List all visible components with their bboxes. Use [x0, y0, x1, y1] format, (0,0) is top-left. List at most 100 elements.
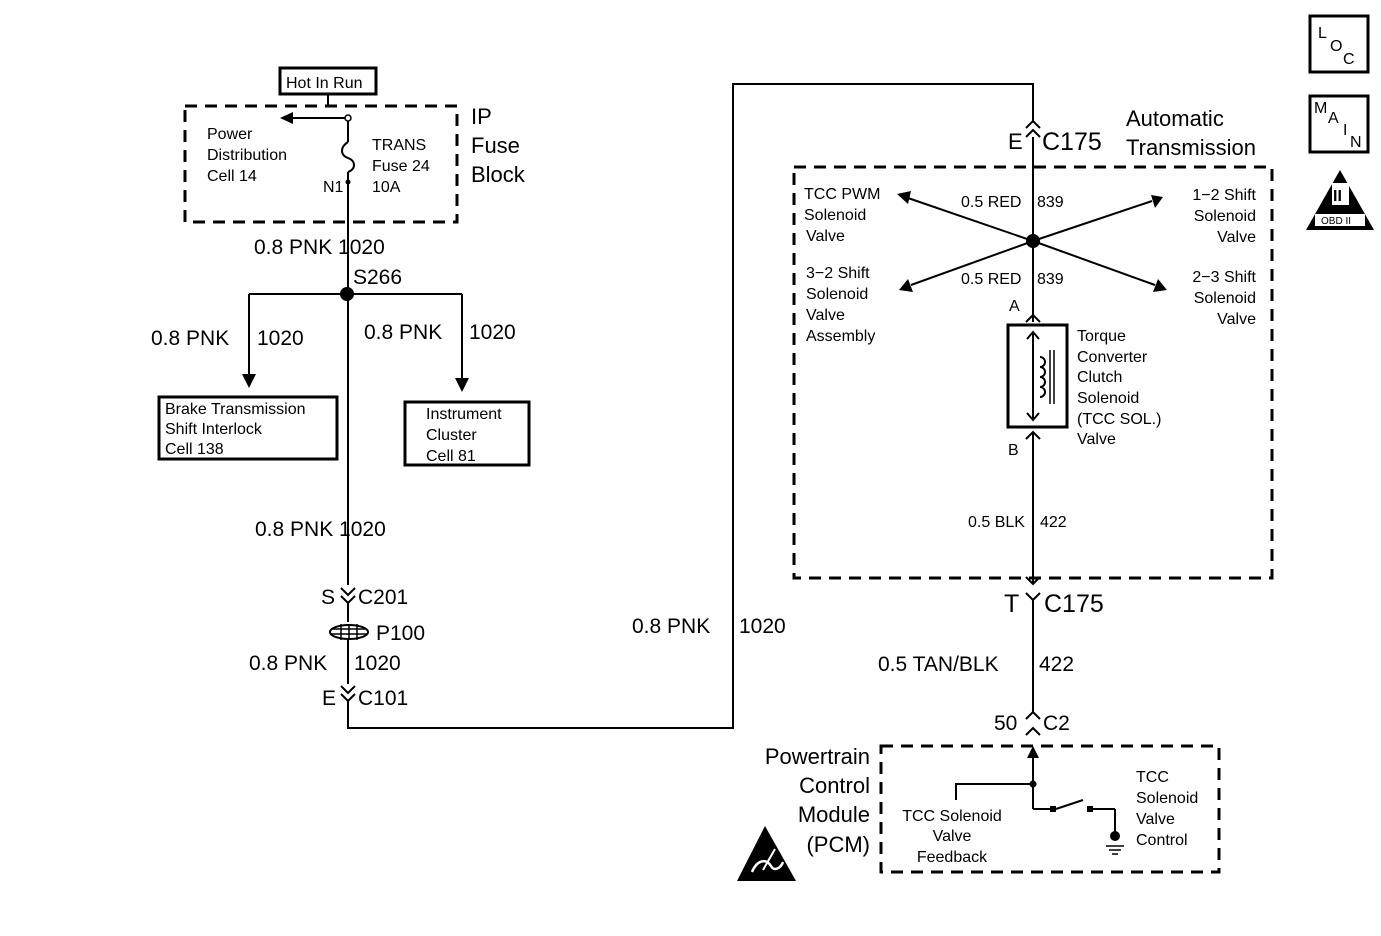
- svg-text:Solenoid: Solenoid: [804, 207, 866, 224]
- connector-c101: E C101: [322, 685, 408, 710]
- pin-a-label: A: [1009, 298, 1020, 315]
- tcc-solenoid-icon[interactable]: [1006, 313, 1069, 440]
- pin-b-label: B: [1008, 442, 1019, 459]
- svg-text:C175: C175: [1044, 590, 1104, 618]
- splice-s266-label: S266: [353, 266, 402, 289]
- hot-in-run-label: Hot In Run: [278, 66, 378, 96]
- svg-text:0.5 RED: 0.5 RED: [961, 271, 1021, 288]
- wire-red-upper-label: 0.5 RED 839: [961, 194, 1064, 211]
- svg-text:S: S: [321, 586, 335, 609]
- svg-text:E: E: [322, 687, 336, 710]
- svg-text:C101: C101: [358, 687, 408, 710]
- svg-text:Instrument: Instrument: [426, 406, 502, 423]
- svg-text:422: 422: [1040, 514, 1067, 531]
- svg-text:Torque: Torque: [1077, 328, 1126, 345]
- svg-text:Transmission: Transmission: [1126, 135, 1256, 160]
- shift-23-solenoid-label[interactable]: 2−3 Shift Solenoid Valve: [1192, 269, 1256, 328]
- fuse-symbol-icon: [341, 141, 355, 173]
- svg-text:Fuse 24: Fuse 24: [372, 158, 430, 175]
- solenoid-branch-wires: [897, 191, 1167, 292]
- shift-23-arrow: [1153, 279, 1167, 292]
- svg-text:I: I: [1343, 122, 1347, 139]
- svg-text:L: L: [1318, 25, 1327, 42]
- svg-text:0.8 PNK: 0.8 PNK: [364, 321, 442, 344]
- svg-text:T: T: [1004, 590, 1019, 618]
- svg-text:Feedback: Feedback: [917, 849, 988, 866]
- trans-fuse-24-label: TRANS Fuse 24 10A: [372, 137, 430, 196]
- shift-32-arrow: [899, 279, 913, 292]
- svg-text:E: E: [1008, 129, 1023, 154]
- shift-12-solenoid-label[interactable]: 1−2 Shift Solenoid Valve: [1192, 187, 1256, 246]
- svg-text:TCC Solenoid: TCC Solenoid: [902, 808, 1002, 825]
- p100-passthrough-icon: [329, 624, 369, 640]
- svg-text:1020: 1020: [257, 327, 304, 350]
- tcc-solenoid-label: Torque Converter Clutch Solenoid (TCC SO…: [1077, 328, 1161, 448]
- svg-text:10A: 10A: [372, 179, 401, 196]
- pcm-title: Powertrain Control Module (PCM): [765, 744, 870, 857]
- pin-n1-label: N1: [323, 179, 344, 196]
- svg-text:Cell 14: Cell 14: [207, 168, 257, 185]
- svg-text:3−2 Shift: 3−2 Shift: [806, 265, 870, 282]
- svg-text:(PCM): (PCM): [806, 832, 870, 857]
- svg-text:2−3 Shift: 2−3 Shift: [1192, 269, 1256, 286]
- svg-text:Valve: Valve: [806, 307, 845, 324]
- power-distribution-arrow: [280, 112, 293, 124]
- loc-icon[interactable]: L O C: [1308, 14, 1370, 74]
- svg-text:A: A: [1328, 110, 1339, 127]
- svg-text:Cluster: Cluster: [426, 427, 477, 444]
- svg-text:Solenoid: Solenoid: [1194, 208, 1256, 225]
- p100-label: P100: [376, 622, 425, 645]
- tcc-pwm-solenoid-label[interactable]: TCC PWM Solenoid Valve: [804, 186, 880, 245]
- power-distribution-label[interactable]: Power Distribution Cell 14: [207, 126, 287, 185]
- svg-text:Module: Module: [798, 802, 870, 827]
- shift-32-solenoid-label[interactable]: 3−2 Shift Solenoid Valve Assembly: [806, 265, 875, 345]
- branch-right-label: 0.8 PNK 1020: [364, 321, 516, 344]
- svg-text:Fuse: Fuse: [471, 133, 520, 158]
- svg-text:Solenoid: Solenoid: [1077, 390, 1139, 407]
- ip-fuse-block-title: IP Fuse Block: [471, 104, 526, 187]
- svg-text:OBD II: OBD II: [1321, 216, 1351, 227]
- svg-text:Distribution: Distribution: [207, 147, 287, 164]
- svg-text:Valve: Valve: [1136, 811, 1175, 828]
- svg-text:0.5 BLK: 0.5 BLK: [968, 514, 1025, 531]
- instrument-cluster-box[interactable]: Instrument Cluster Cell 81: [403, 400, 531, 467]
- svg-text:IP: IP: [471, 104, 492, 129]
- connector-c2: 50 C2: [994, 710, 1070, 736]
- svg-text:Solenoid: Solenoid: [806, 286, 868, 303]
- svg-text:TCC: TCC: [1136, 769, 1169, 786]
- wire-tan-blk-label: 0.5 TAN/BLK 422: [878, 653, 1074, 676]
- svg-text:Valve: Valve: [806, 228, 845, 245]
- wire-low-label: 0.8 PNK 1020: [249, 652, 401, 675]
- svg-text:Control: Control: [799, 773, 870, 798]
- svg-text:Powertrain: Powertrain: [765, 744, 870, 769]
- connector-c201: S C201: [321, 586, 408, 609]
- wire-mid-label: 0.8 PNK 1020: [255, 518, 386, 541]
- ground-icon: [1106, 845, 1124, 855]
- svg-text:Shift Interlock: Shift Interlock: [165, 421, 263, 438]
- obd-ii-icon[interactable]: II OBD II: [1306, 170, 1374, 230]
- tcc-feedback-label: TCC Solenoid Valve Feedback: [902, 808, 1002, 866]
- svg-text:TRANS: TRANS: [372, 137, 426, 154]
- svg-text:0.8 PNK: 0.8 PNK: [151, 327, 229, 350]
- svg-text:Brake Transmission: Brake Transmission: [165, 401, 306, 418]
- svg-text:Valve: Valve: [1217, 229, 1256, 246]
- svg-text:Clutch: Clutch: [1077, 369, 1122, 386]
- svg-text:II: II: [1333, 188, 1342, 205]
- svg-text:C2: C2: [1043, 712, 1070, 735]
- svg-text:1020: 1020: [739, 615, 786, 638]
- svg-text:O: O: [1330, 38, 1342, 55]
- main-icon[interactable]: M A I N: [1308, 94, 1370, 154]
- svg-text:C175: C175: [1042, 128, 1102, 156]
- svg-text:N: N: [1350, 134, 1362, 151]
- long-run-wire: [347, 83, 1034, 729]
- brake-transmission-shift-interlock-box[interactable]: Brake Transmission Shift Interlock Cell …: [157, 395, 339, 461]
- switch-contact-icon: [1055, 799, 1084, 810]
- svg-text:Cell 81: Cell 81: [426, 448, 476, 465]
- run-wire-label: 0.8 PNK 1020: [632, 615, 786, 638]
- svg-text:Block: Block: [471, 162, 526, 187]
- tcc-pwm-arrow: [897, 191, 911, 204]
- svg-text:Valve: Valve: [1077, 431, 1116, 448]
- svg-text:Control: Control: [1136, 832, 1188, 849]
- svg-text:(TCC SOL.): (TCC SOL.): [1077, 411, 1161, 428]
